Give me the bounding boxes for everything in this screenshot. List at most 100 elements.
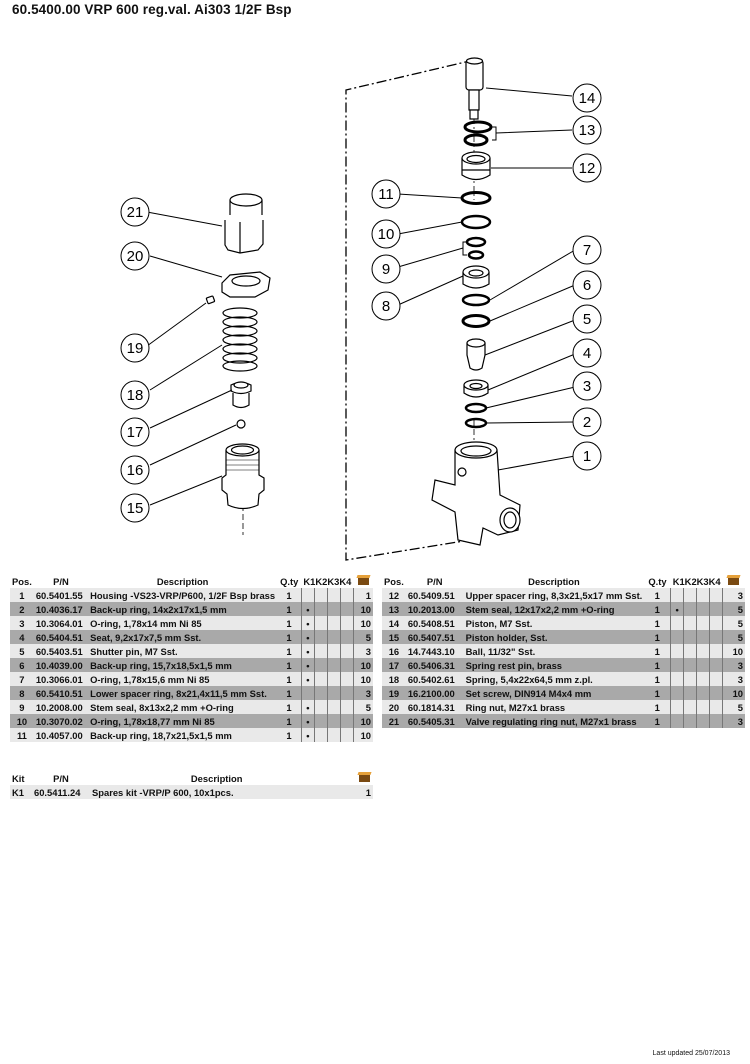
pack-quantity: 3 (722, 672, 745, 686)
part-position: 20 (382, 700, 406, 714)
part-description: Piston, M7 Sst. (463, 616, 645, 630)
part-position: 10 (10, 714, 34, 728)
part-position: 14 (382, 616, 406, 630)
col-description: Description (190, 772, 243, 784)
kit-k1-mark: • (300, 602, 315, 616)
part-5-shutter-pin (466, 338, 486, 371)
callout-15: 15 (120, 493, 150, 523)
kit-k1-mark: • (300, 728, 315, 742)
part-position: 7 (10, 672, 34, 686)
svg-text:20: 20 (127, 248, 144, 265)
part-number: 60.5404.51 (33, 630, 89, 644)
part-description: Shutter pin, M7 Sst. (88, 644, 278, 658)
callout-17: 17 (120, 417, 150, 447)
svg-text:13: 13 (579, 122, 596, 139)
part-number: 10.4039.00 (33, 658, 89, 672)
part-position: 1 (10, 588, 34, 602)
part-quantity: 1 (277, 602, 302, 616)
kit-k2-mark (683, 644, 697, 658)
kit-k3-mark (326, 700, 341, 714)
svg-text:9: 9 (382, 261, 390, 278)
kit-k2-mark (313, 588, 328, 602)
pack-quantity: 10 (352, 602, 373, 616)
part-3-o-ring (464, 402, 488, 414)
kit-k4-mark (709, 658, 723, 672)
kit-k3-mark (326, 714, 341, 728)
kit-k4-mark (339, 658, 354, 672)
kit-k2-mark (683, 588, 697, 602)
kit-k1-mark (670, 686, 684, 700)
part-position: 4 (10, 630, 34, 644)
kit-k4-mark (709, 644, 723, 658)
part-quantity: 1 (644, 714, 671, 728)
box-icon (727, 575, 740, 585)
kit-k3-mark (696, 616, 710, 630)
part-18-spring (222, 307, 258, 372)
part-17-spring-rest-pin (230, 381, 252, 409)
part-position: 15 (382, 630, 406, 644)
kit-k3-mark (696, 630, 710, 644)
part-number: 10.4036.17 (33, 602, 89, 616)
kit-k1-mark: • (300, 630, 315, 644)
kit-k3-mark (326, 672, 341, 686)
kit-pack: 1 (343, 785, 373, 799)
kit-k1-mark (670, 714, 684, 728)
kit-k1-mark (300, 686, 315, 700)
part-13-seal-b (463, 133, 489, 147)
pack-quantity: 3 (722, 588, 745, 602)
document-title: 60.5400.00 VRP 600 reg.val. Ai303 1/2F B… (12, 2, 292, 17)
callout-10: 10 (371, 219, 401, 249)
part-12-upper-spacer-ring (461, 151, 491, 181)
part-quantity: 1 (277, 686, 302, 700)
kit-k2-mark (683, 700, 697, 714)
part-quantity: 1 (644, 658, 671, 672)
col-pack (723, 574, 745, 588)
part-number: 10.4057.00 (33, 728, 89, 742)
part-number: 16.2100.00 (405, 686, 464, 700)
part-quantity: 1 (277, 700, 302, 714)
pack-quantity: 5 (722, 700, 745, 714)
kit-k1-mark: • (300, 644, 315, 658)
part-description: Piston holder, Sst. (463, 630, 645, 644)
assembly-axis-line (345, 59, 475, 561)
kit-k3-mark (326, 602, 341, 616)
last-updated: Last updated 25/07/2013 (652, 1050, 730, 1057)
box-icon (357, 575, 370, 585)
part-description: Spring, 5,4x22x64,5 mm z.pl. (463, 672, 645, 686)
kit-k3-mark (696, 700, 710, 714)
kit-k1-mark (300, 588, 315, 602)
pack-quantity: 10 (352, 658, 373, 672)
part-13-seal-a (463, 120, 493, 134)
callout-12: 12 (572, 153, 602, 183)
kit-k2-mark (313, 714, 328, 728)
pack-quantity: 3 (352, 686, 373, 700)
part-number: 60.5408.51 (405, 616, 464, 630)
kit-k4-mark (339, 616, 354, 630)
kit-k1-mark (670, 644, 684, 658)
part-20-ring-nut (221, 271, 271, 298)
kit-k3-mark (696, 658, 710, 672)
kit-k4-mark (709, 616, 723, 630)
callout-16: 16 (120, 455, 150, 485)
svg-text:16: 16 (127, 462, 144, 479)
pack-quantity: 3 (722, 658, 745, 672)
part-description: Stem seal, 12x17x2,2 mm +O-ring (463, 602, 645, 616)
kit-k1-mark (670, 700, 684, 714)
pack-quantity: 10 (352, 672, 373, 686)
svg-text:6: 6 (583, 277, 591, 294)
part-position: 2 (10, 602, 34, 616)
part-position: 5 (10, 644, 34, 658)
part-21-regulating-ring-nut (224, 193, 264, 254)
table-header: Kit P/N Description (10, 771, 373, 785)
kit-k2-mark (683, 602, 697, 616)
